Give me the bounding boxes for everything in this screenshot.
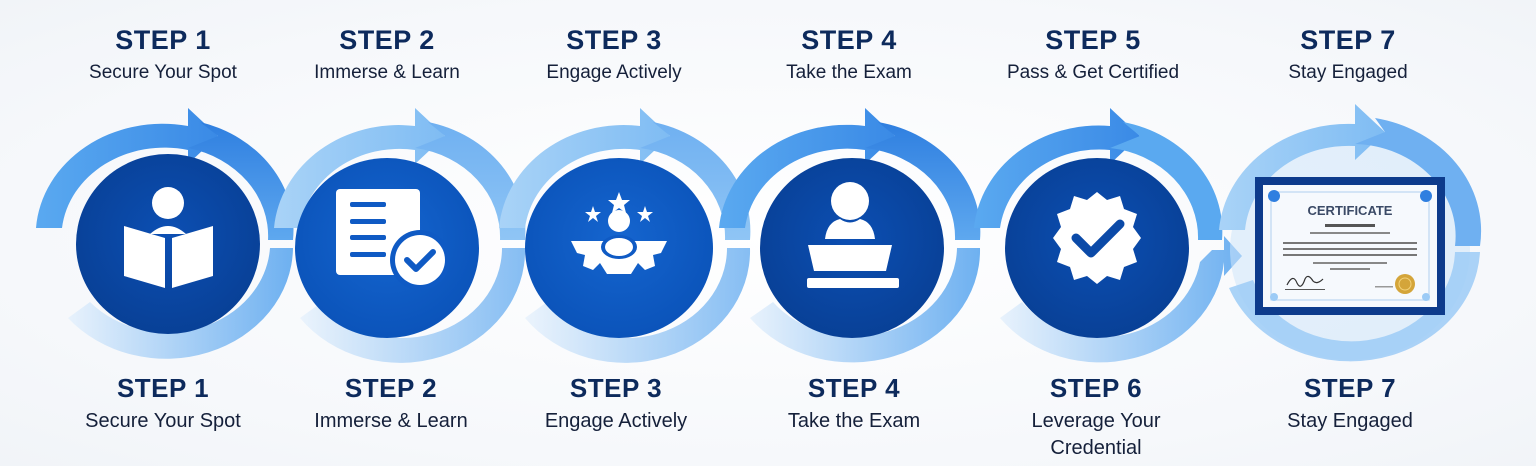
step-node-5 (960, 108, 1242, 363)
certificate-title: CERTIFICATE (1308, 203, 1393, 218)
cycle-arrow-bottom (300, 248, 526, 363)
step-description: Immerse & Learn (314, 410, 468, 432)
cycle-arrow-top (36, 108, 218, 228)
person-reading-book-icon (124, 187, 213, 288)
step-node-2 (270, 108, 530, 363)
step-description: Immerse & Learn (314, 62, 460, 83)
step-number: STEP 2 (339, 25, 435, 55)
top-label-step-5: STEP 5 Pass & Get Certified (1007, 24, 1179, 85)
cycle-arrow-bottom (1229, 252, 1480, 362)
document-checkmark-icon (336, 189, 450, 290)
cycle-arrow-bottom (68, 248, 293, 359)
bottom-label-step-7: STEP 7 Stay Engaged (1287, 372, 1413, 435)
step-description-line-1: Leverage Your (1031, 410, 1161, 432)
cycle-arrow-top (274, 108, 445, 228)
step-node-6: CERTIFICATE (1205, 100, 1495, 370)
cycle-arrow-right (415, 122, 526, 240)
cycle-arrow-top (1219, 104, 1385, 230)
step-description: Take the Exam (787, 410, 921, 432)
step-description: Take the Exam (786, 62, 912, 83)
step-number: STEP 4 (801, 25, 897, 55)
bottom-label-step-6: STEP 6 Leverage Your Credential (1031, 372, 1160, 462)
step-description: Secure Your Spot (85, 410, 241, 432)
cycle-arrow-bottom (750, 248, 981, 363)
step-circle (76, 154, 260, 334)
top-label-step-3: STEP 3 Engage Actively (546, 24, 681, 85)
top-label-step-1: STEP 1 Secure Your Spot (89, 24, 237, 85)
step-number: STEP 7 (1303, 373, 1397, 403)
gold-seal (1395, 274, 1415, 294)
top-label-step-7: STEP 7 Stay Engaged (1288, 24, 1407, 85)
step-number: STEP 2 (344, 373, 438, 403)
cycle-arrow-right (1355, 118, 1482, 246)
step-node-4 (715, 108, 985, 363)
person-at-desk-exam-icon (807, 182, 899, 288)
bottom-label-step-3: STEP 3 Engage Actively (545, 372, 687, 435)
cycle-arrow-bottom (525, 248, 751, 363)
step-node-1 (28, 108, 298, 359)
step-description: Secure Your Spot (89, 62, 237, 83)
step-number: STEP 4 (807, 373, 901, 403)
step-description: Pass & Get Certified (1006, 62, 1180, 83)
person-gear-stars-icon (571, 192, 667, 274)
cycle-arrow-bottom (1000, 236, 1242, 363)
top-label-step-2: STEP 2 Immerse & Learn (314, 24, 460, 85)
certificate-icon: CERTIFICATE (1255, 177, 1445, 315)
bottom-label-step-2: STEP 2 Immerse & Learn (314, 372, 467, 435)
cycle-arrow-right (188, 122, 294, 240)
bottom-label-step-1: STEP 1 Secure Your Spot (85, 372, 241, 435)
step-number: STEP 5 (1045, 25, 1141, 55)
step-description: Stay Engaged (1287, 410, 1413, 432)
step-number: STEP 6 (1049, 373, 1143, 403)
badge-checkmark-icon (1053, 192, 1141, 284)
step-description-line-2: Credential (1050, 437, 1142, 459)
step-number: STEP 7 (1300, 25, 1396, 55)
cycle-arrow-right (865, 122, 981, 240)
cycle-arrow-right (1110, 122, 1223, 240)
step-number: STEP 3 (566, 25, 662, 55)
top-label-step-4: STEP 4 Take the Exam (786, 24, 912, 85)
bottom-label-step-4: STEP 4 Take the Exam (788, 372, 920, 435)
cycle-arrow-top (719, 108, 895, 228)
cycle-arrow-top (974, 108, 1140, 228)
cycle-arrow-top (499, 108, 670, 228)
step-number: STEP 1 (116, 373, 210, 403)
step-number: STEP 1 (115, 25, 211, 55)
step-description: Engage Actively (546, 62, 682, 83)
step-description: Engage Actively (544, 410, 688, 432)
step-description: Stay Engaged (1288, 62, 1408, 83)
step-number: STEP 3 (569, 373, 663, 403)
